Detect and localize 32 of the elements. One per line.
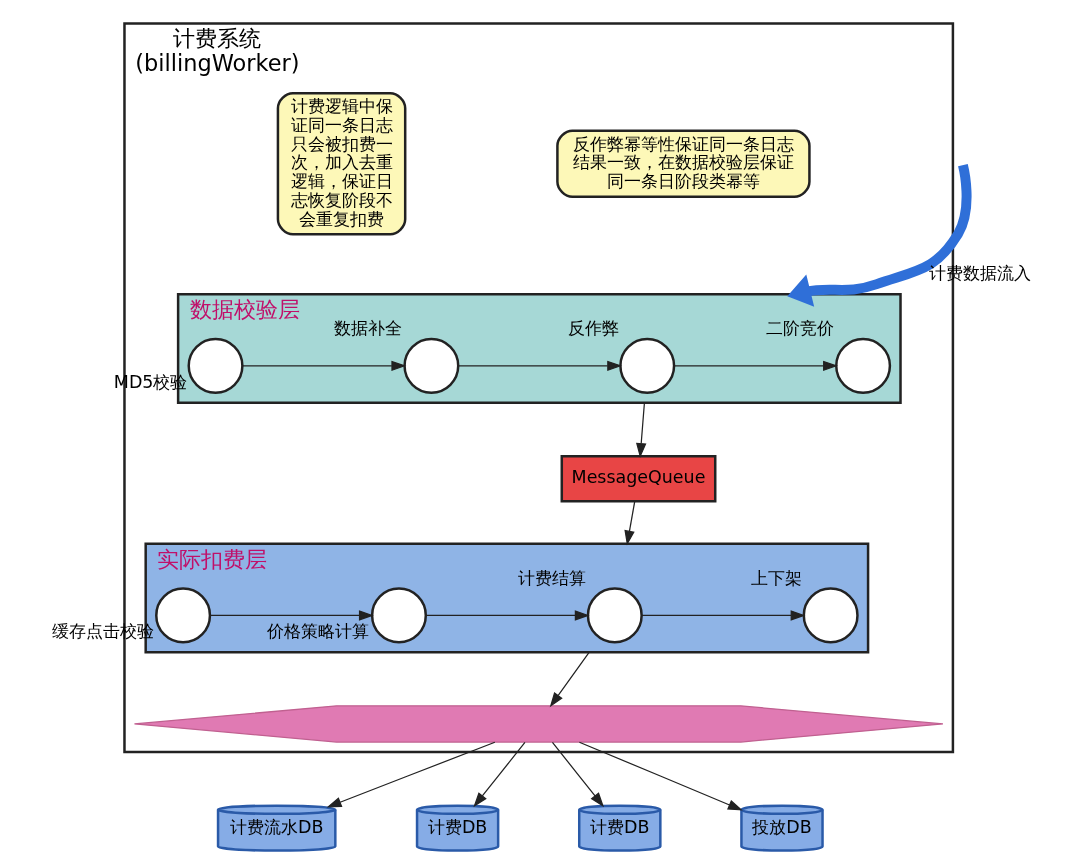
node-circle	[618, 337, 675, 394]
arrow	[673, 360, 838, 372]
arrow	[472, 741, 526, 808]
arrow	[578, 741, 743, 811]
node-circle	[402, 337, 459, 394]
arrow	[786, 164, 972, 307]
node-label: 数据补全	[333, 318, 402, 339]
arrow	[623, 500, 635, 546]
node-box: 计费逻辑中保证同一条日志只会被扣费一次，加入去重逻辑，保证日志恢复阶段不会重复扣费	[276, 92, 406, 236]
node-label: 价格策略计算	[266, 621, 369, 642]
node-label: 上下架	[750, 567, 802, 588]
arrow	[326, 741, 495, 808]
node-circle	[834, 337, 891, 394]
node-label: 二阶竞价	[765, 318, 834, 339]
arrow	[549, 651, 590, 708]
arrow	[241, 360, 406, 372]
node-circle	[187, 337, 244, 394]
arrow	[424, 610, 590, 621]
arrow	[208, 610, 374, 621]
arrow	[457, 360, 622, 372]
node-box: MessageQueue	[560, 455, 716, 503]
node-circle	[154, 587, 211, 644]
arrow	[551, 741, 604, 808]
arrow	[635, 402, 646, 459]
node-circle	[370, 587, 427, 644]
arrow	[640, 610, 806, 621]
node-circle	[586, 587, 643, 644]
node-circle	[802, 587, 859, 644]
node-label: 反作弊	[567, 318, 619, 339]
node-bar	[133, 705, 944, 743]
node-label: 计费结算	[517, 567, 586, 588]
node-box: 反作弊幂等性保证同一条日志结果一致，在数据校验层保证同一条日阶段类幂等	[555, 129, 811, 199]
